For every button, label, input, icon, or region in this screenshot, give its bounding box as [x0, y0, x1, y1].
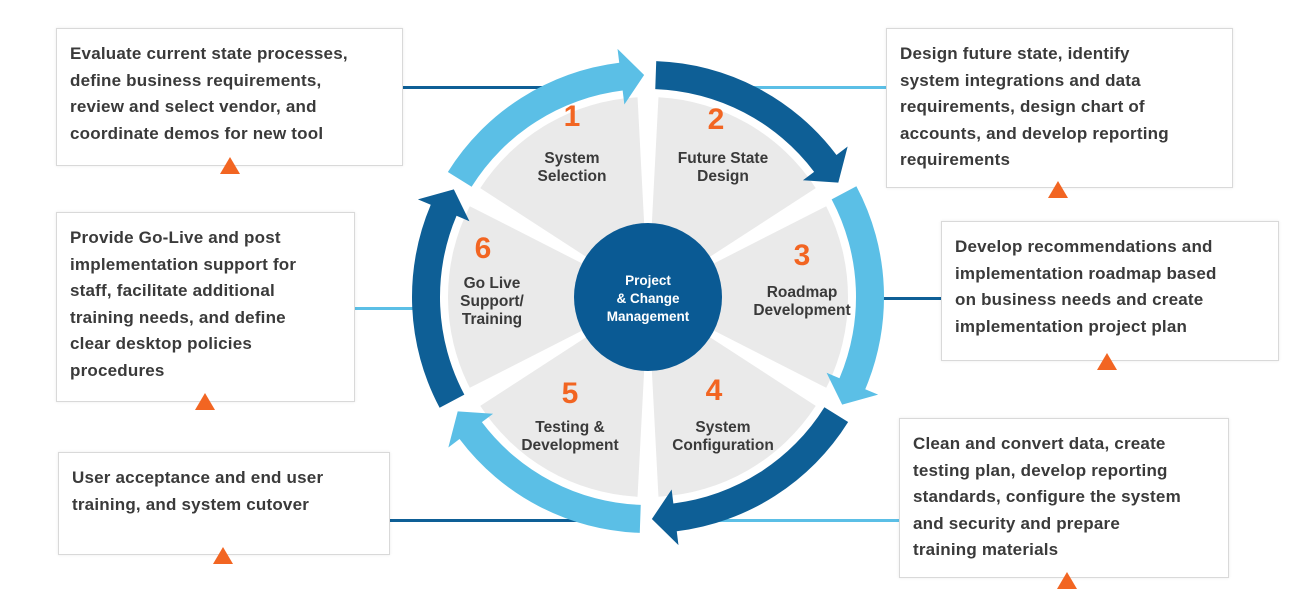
- phase-6-triangle-marker: [195, 393, 215, 410]
- phase-6-description-line: procedures: [70, 360, 165, 380]
- phase-6-label-line1: Go Live: [464, 275, 521, 292]
- center-label-line3: Management: [607, 309, 690, 324]
- phase-6-description-line: implementation support for: [70, 254, 297, 274]
- connector-phase2: [700, 86, 887, 89]
- phase-2-number: 2: [708, 103, 725, 136]
- phase-4-description-box: Clean and convert data, create testing p…: [899, 418, 1229, 578]
- phase-1-number: 1: [564, 100, 581, 133]
- phase-1-label-line2: Selection: [538, 168, 607, 185]
- phase-4-triangle-marker: [1057, 572, 1077, 589]
- connector-phase5: [389, 519, 604, 522]
- phase-2-description-line: system integrations and data: [900, 70, 1141, 90]
- phase-3-number: 3: [794, 239, 811, 272]
- center-label-line2: & Change: [616, 291, 679, 306]
- phase-5-segment: [448, 206, 648, 388]
- phase-4-number: 4: [706, 374, 723, 407]
- phase-2-segment: [648, 206, 848, 388]
- phase-3-arrow: [651, 407, 849, 546]
- phase-4-description-line: and security and prepare: [913, 513, 1120, 533]
- phase-3-label-line2: Development: [753, 302, 850, 319]
- phase-1-label-line1: System: [544, 150, 599, 167]
- connector-phase4: [700, 519, 900, 522]
- phase-5-arrow: [412, 189, 470, 408]
- phase-5-description-line: User acceptance and end user: [72, 468, 324, 487]
- phase-5-description-line: training, and system cutover: [72, 494, 310, 514]
- wheel-arrows: [412, 48, 884, 546]
- phase-4-label-line1: System: [695, 419, 750, 436]
- phase-3-description-line: on business needs and create: [955, 290, 1204, 309]
- phase-2-description-line: Design future state, identify: [900, 44, 1130, 63]
- phase-3-label-line1: Roadmap: [767, 284, 838, 301]
- phase-2-description-line: accounts, and develop reporting: [900, 123, 1169, 143]
- center-circle: [574, 223, 722, 371]
- connector-phase1: [402, 86, 602, 89]
- phase-1-description-line: review and select vendor, and: [70, 97, 317, 116]
- phase-3-description-line: implementation project plan: [955, 316, 1188, 336]
- phase-4-description-line: Clean and convert data, create: [913, 434, 1166, 453]
- phase-3-description-line: Develop recommendations and: [955, 237, 1213, 256]
- phase-5-number: 5: [562, 377, 579, 410]
- phase-6-label-line3: Training: [462, 311, 522, 328]
- phase-4-label-line2: Configuration: [672, 437, 774, 454]
- phase-6-description-line: staff, facilitate additional: [70, 281, 275, 300]
- phase-5-label-line1: Testing &: [535, 419, 604, 436]
- phase-6-arrow: [447, 48, 645, 187]
- phase-1-description-line: define business requirements,: [70, 70, 322, 90]
- phase-2-description-line: requirements, design chart of: [900, 97, 1145, 116]
- phase-1-description-line: coordinate demos for new tool: [70, 123, 324, 143]
- phase-4-arrow: [448, 411, 641, 533]
- phase-1-description-line: Evaluate current state processes,: [70, 44, 348, 63]
- phase-6-description-line: clear desktop policies: [70, 334, 253, 353]
- phase-6-number: 6: [475, 232, 492, 265]
- phase-3-description-line: implementation roadmap based: [955, 263, 1217, 283]
- connector-phase3: [880, 297, 942, 300]
- center-label-line1: Project: [625, 273, 671, 288]
- phase-2-label-line2: Design: [697, 168, 749, 185]
- phase-3-description-box: Develop recommendations and implementati…: [941, 221, 1279, 361]
- phase-4-description-line: training materials: [913, 540, 1059, 559]
- phase-6-description-line: Provide Go-Live and post: [70, 228, 281, 247]
- phase-1-description-box: Evaluate current state processes, define…: [56, 28, 403, 166]
- phase-2-description-line: requirements: [900, 150, 1011, 169]
- phase-6-label-line2: Support/: [460, 293, 524, 310]
- phase-2-arrow: [826, 186, 884, 405]
- connector-phase6: [354, 307, 414, 310]
- phase-2-label-line1: Future State: [678, 150, 769, 167]
- phase-5-description-box: User acceptance and end user training, a…: [58, 452, 390, 555]
- phase-6-description-line: training needs, and define: [70, 307, 286, 327]
- phase-5-triangle-marker: [213, 547, 233, 564]
- phase-4-description-line: testing plan, develop reporting: [913, 460, 1168, 480]
- phase-5-label-line2: Development: [521, 437, 618, 454]
- phase-6-description-box: Provide Go-Live and post implementation …: [56, 212, 355, 402]
- phase-3-triangle-marker: [1097, 353, 1117, 370]
- phase-1-arrow: [655, 61, 848, 183]
- phase-2-triangle-marker: [1048, 181, 1068, 198]
- phase-4-description-line: standards, configure the system: [913, 487, 1181, 506]
- phase-1-triangle-marker: [220, 157, 240, 174]
- phase-2-description-box: Design future state, identify system int…: [886, 28, 1233, 188]
